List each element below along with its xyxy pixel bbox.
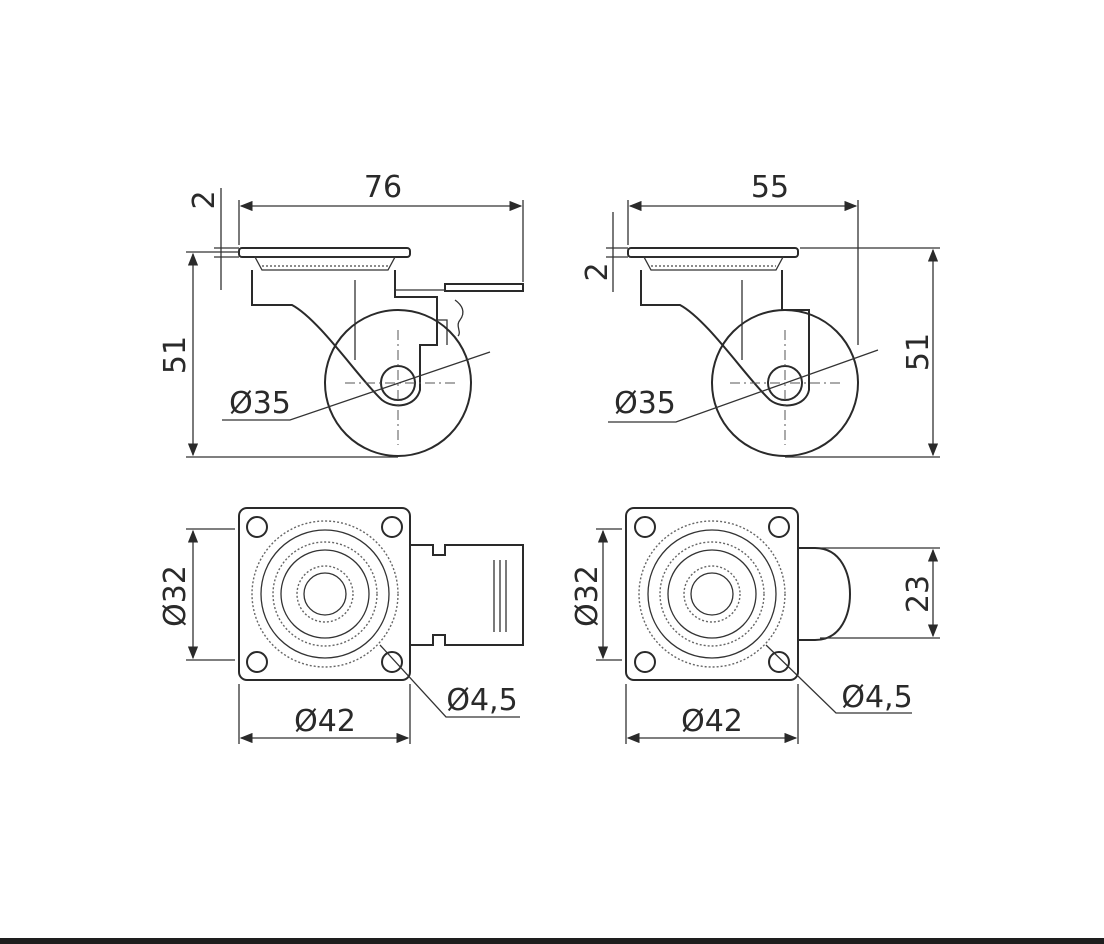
- mounting-plate: [238, 507, 411, 681]
- wheel-top: [798, 547, 852, 641]
- dimension-hole-spacing: Ø32: [158, 528, 235, 661]
- dimension-plate-thickness: 2: [187, 188, 239, 290]
- dimension-label-height: 51: [158, 336, 193, 374]
- caster-body: [627, 247, 859, 457]
- dimension-height: 51: [785, 247, 940, 458]
- dimension-plate-size: Ø42: [238, 684, 411, 744]
- dimension-wheel-diameter: Ø35: [222, 351, 491, 421]
- dimension-hole-diameter: Ø4,5: [765, 644, 913, 715]
- bottom-border: [0, 938, 1104, 944]
- dimension-label-width: 55: [751, 170, 789, 205]
- dimension-label-hole-diameter: Ø4,5: [841, 680, 912, 715]
- side-view-unbraked: 55 2 51 Ø35: [580, 170, 940, 458]
- dimension-height: 51: [158, 251, 398, 458]
- dimension-label-hole-diameter: Ø4,5: [446, 683, 517, 718]
- dimension-wheel-diameter: Ø35: [608, 349, 879, 423]
- dimension-label-thickness: 2: [187, 190, 222, 209]
- dimension-plate-size: Ø42: [625, 684, 799, 744]
- caster-body: [238, 247, 524, 457]
- dimension-hole-diameter: Ø4,5: [379, 644, 520, 718]
- dimension-label-wheel: Ø35: [614, 386, 676, 421]
- mounting-plate: [625, 507, 799, 681]
- dimension-plate-thickness: 2: [580, 212, 628, 292]
- dimension-label-wheel: Ø35: [229, 386, 291, 421]
- dimension-label-thickness: 2: [580, 262, 615, 281]
- top-view-braked: Ø32 Ø42 Ø4,5: [158, 507, 524, 744]
- dimension-wheel-width: 23: [820, 547, 940, 639]
- dimension-label-hole-spacing: Ø32: [158, 565, 193, 627]
- dimension-label-plate-size: Ø42: [294, 704, 356, 739]
- dimension-label-wheel-width: 23: [901, 575, 936, 613]
- dimension-label-hole-spacing: Ø32: [570, 565, 605, 627]
- side-view-braked: 76 2 51 Ø35: [158, 170, 524, 458]
- dimension-label-width: 76: [364, 170, 402, 205]
- dimension-label-plate-size: Ø42: [681, 704, 743, 739]
- dimension-label-height: 51: [901, 333, 936, 371]
- brake-pedal: [410, 544, 524, 646]
- dimension-hole-spacing: Ø32: [570, 528, 622, 661]
- dimension-width: 76: [238, 170, 524, 282]
- top-view-unbraked: Ø32 23 Ø42 Ø4,5: [570, 507, 940, 744]
- dimension-width: 55: [627, 170, 859, 345]
